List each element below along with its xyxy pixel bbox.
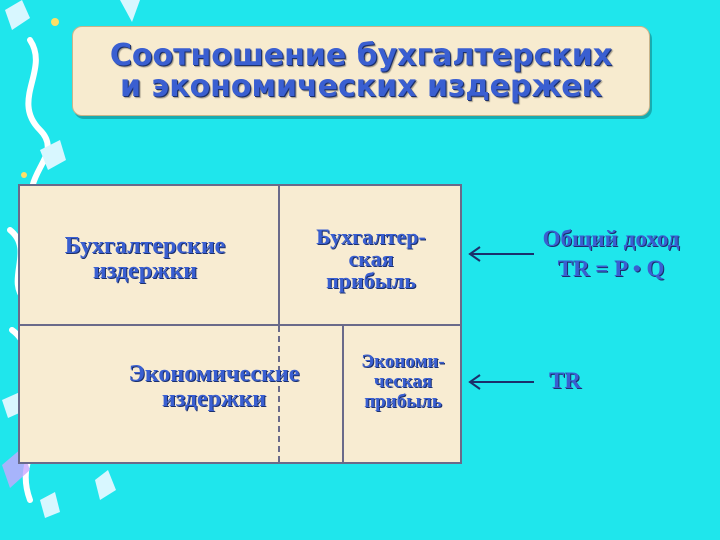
economic-divider [342, 326, 344, 462]
accounting-profit-label: Бухгалтер- ская прибыль [282, 226, 460, 292]
total-revenue-label: Общий доход [516, 224, 706, 254]
cost-profit-matrix: Бухгалтерские издержки Бухгалтер- ская п… [18, 184, 462, 464]
economic-costs-line-1: Экономические [94, 362, 334, 387]
title-box: Соотношение бухгалтерских и экономически… [72, 26, 650, 116]
tr-label: TR [540, 366, 590, 396]
revenue-formula: TR = P • Q [516, 254, 706, 284]
economic-profit-line-1: Экономи- [346, 352, 460, 372]
title-line-1: Соотношение бухгалтерских [110, 40, 612, 71]
economic-profit-line-3: прибыль [346, 392, 460, 412]
economic-profit-line-2: ческая [346, 372, 460, 392]
accounting-profit-line-3: прибыль [282, 270, 460, 292]
accounting-profit-line-1: Бухгалтер- [282, 226, 460, 248]
accounting-profit-line-2: ская [282, 248, 460, 270]
economic-costs-label: Экономические издержки [94, 362, 334, 412]
accounting-costs-label: Бухгалтерские издержки [28, 234, 262, 284]
arrow-tr [466, 372, 536, 392]
accounting-costs-line-1: Бухгалтерские [28, 234, 262, 259]
horizontal-divider [20, 324, 460, 326]
total-revenue-block: Общий доход TR = P • Q [516, 224, 706, 284]
title-line-2: и экономических издержек [120, 71, 602, 102]
economic-costs-line-2: издержки [94, 387, 334, 412]
economic-profit-label: Экономи- ческая прибыль [346, 352, 460, 412]
accounting-costs-line-2: издержки [28, 259, 262, 284]
accounting-divider [278, 186, 280, 324]
